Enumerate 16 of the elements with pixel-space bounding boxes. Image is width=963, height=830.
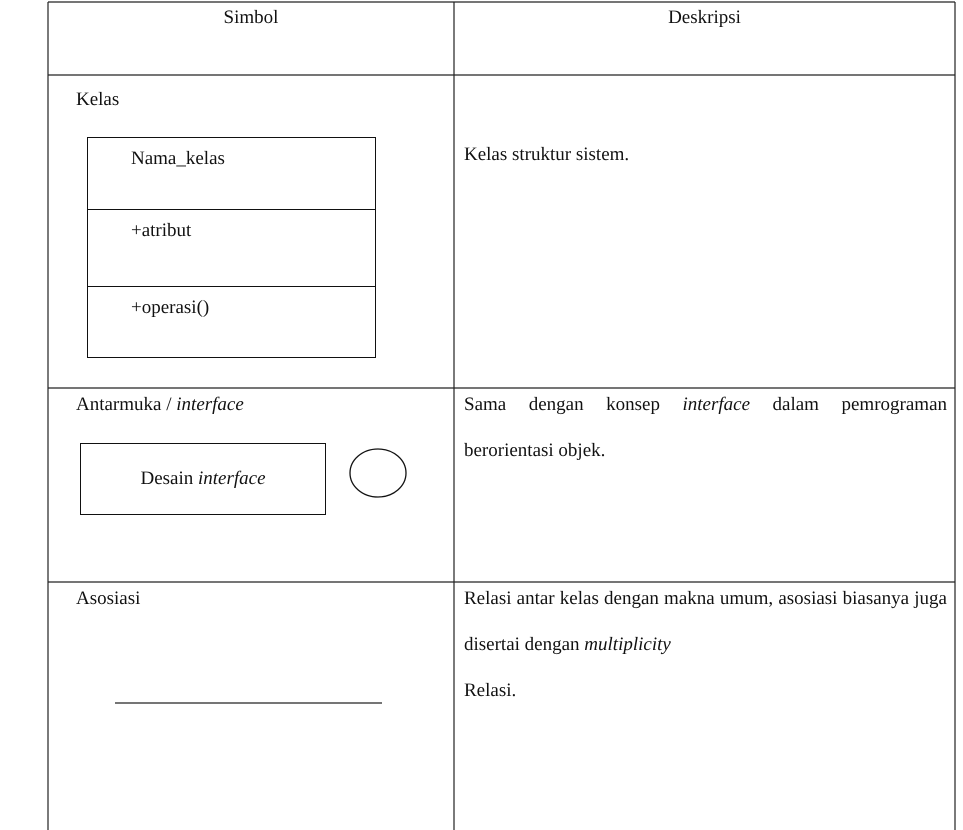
symbol-name: Antarmuka / interface bbox=[76, 393, 245, 417]
interface-name: Desain interface bbox=[140, 468, 266, 490]
column-header: Deskripsi bbox=[667, 6, 742, 30]
class-attribute: +atribut bbox=[88, 209, 375, 286]
symbol-name: Asosiasi bbox=[76, 587, 142, 611]
interface-circle bbox=[349, 448, 407, 498]
symbol-name: Kelas bbox=[76, 88, 120, 112]
description-text: Sama dengan konsep interface dalam pemrograman berorientasi objek. bbox=[464, 393, 947, 463]
column-header: Simbol bbox=[222, 6, 280, 30]
class-operation: +operasi() bbox=[88, 286, 375, 357]
class-name: Nama_kelas bbox=[130, 147, 226, 171]
description-text: Kelas struktur sistem. bbox=[464, 143, 630, 167]
description-text: Relasi. bbox=[464, 679, 518, 703]
interface-box bbox=[80, 443, 326, 515]
description-text: Relasi antar kelas dengan makna umum, asosiasi biasanya juga disertai dengan multiplicity bbox=[464, 587, 947, 657]
class-box bbox=[87, 137, 376, 358]
